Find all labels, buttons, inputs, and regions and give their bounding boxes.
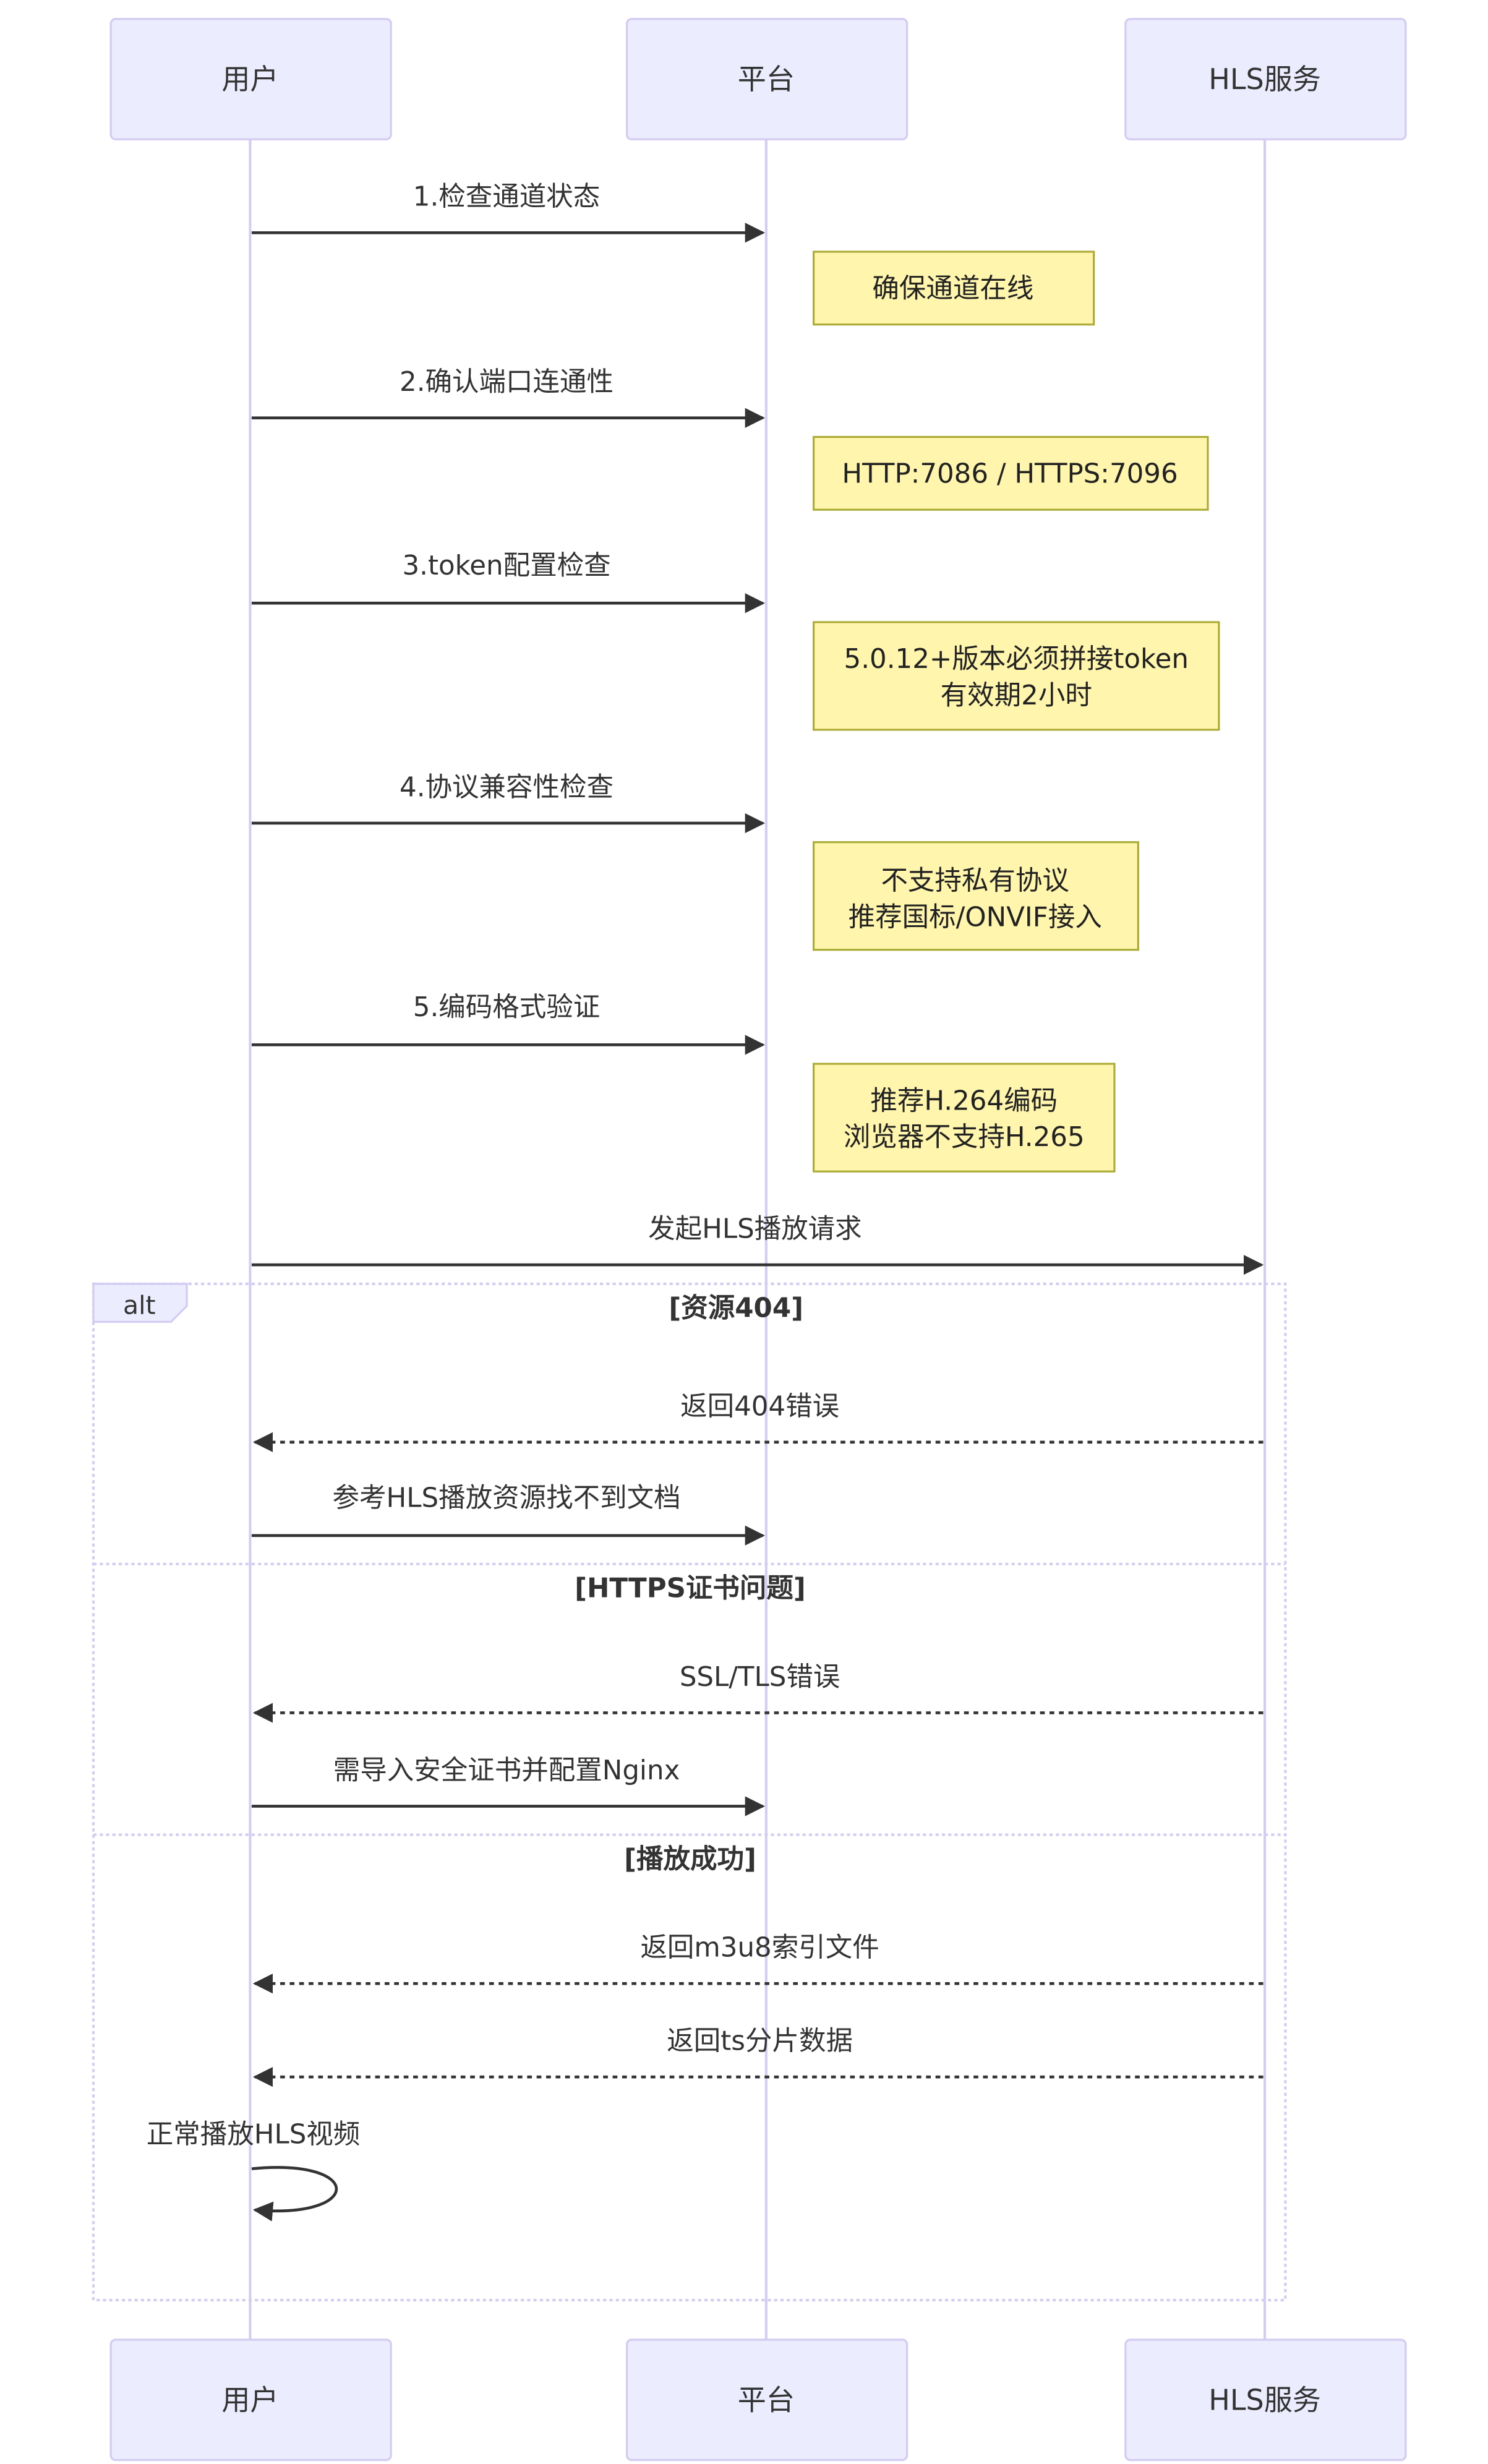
actor-hls-bottom: HLS服务 xyxy=(1124,2338,1407,2462)
actor-label: 平台 xyxy=(738,62,795,96)
actor-label: HLS服务 xyxy=(1208,62,1321,96)
actor-label: HLS服务 xyxy=(1208,2383,1321,2416)
alt-condition: [HTTPS证书问题] xyxy=(575,1573,806,1604)
message-label: 3.token配置检查 xyxy=(402,550,610,581)
alt-label: alt xyxy=(123,1290,156,1320)
message-label: 1.检查通道状态 xyxy=(413,182,601,213)
actor-label: 用户 xyxy=(221,62,278,96)
svg-text:HTTP:7086 / HTTPS:7096: HTTP:7086 / HTTPS:7096 xyxy=(842,459,1178,490)
svg-text:推荐H.264编码: 推荐H.264编码 xyxy=(870,1085,1058,1116)
alt-condition: [播放成功] xyxy=(624,1844,756,1875)
alt-condition: [资源404] xyxy=(669,1293,803,1324)
note: HTTP:7086 / HTTPS:7096 xyxy=(813,435,1209,511)
svg-text:推荐国标/ONVIF接入: 推荐国标/ONVIF接入 xyxy=(849,902,1102,933)
svg-text:5.0.12+版本必须拼接token: 5.0.12+版本必须拼接token xyxy=(844,644,1189,675)
message-label: 5.编码格式验证 xyxy=(413,992,601,1023)
actor-hls-top: HLS服务 xyxy=(1124,18,1407,140)
actor-user-top: 用户 xyxy=(109,18,392,140)
self-loop-arrow xyxy=(251,2166,338,2222)
actor-label: 平台 xyxy=(738,2383,795,2416)
note: 推荐H.264编码 浏览器不支持H.265 xyxy=(813,1063,1116,1173)
message-label: 2.确认端口连通性 xyxy=(400,367,614,398)
alt-frame: alt [资源404] [HTTPS证书问题] [播放成功] xyxy=(92,1282,1287,2302)
message-label: 返回404错误 xyxy=(680,1391,839,1422)
message-label: 需导入安全证书并配置Nginx xyxy=(333,1755,680,1786)
note: 确保通道在线 xyxy=(813,250,1095,326)
svg-text:不支持私有协议: 不支持私有协议 xyxy=(881,865,1069,896)
note: 5.0.12+版本必须拼接token 有效期2小时 xyxy=(813,621,1220,731)
actor-user-bottom: 用户 xyxy=(109,2338,392,2462)
svg-text:有效期2小时: 有效期2小时 xyxy=(941,680,1092,711)
svg-text:确保通道在线: 确保通道在线 xyxy=(872,273,1033,304)
message-label: 返回m3u8索引文件 xyxy=(640,1933,879,1964)
message-label: 发起HLS播放请求 xyxy=(648,1214,862,1245)
message-label: 正常播放HLS视频 xyxy=(147,2120,361,2150)
svg-text:浏览器不支持H.265: 浏览器不支持H.265 xyxy=(844,1122,1085,1153)
message-label: 参考HLS播放资源找不到文档 xyxy=(333,1483,681,1514)
message-label: SSL/TLS错误 xyxy=(680,1662,840,1693)
message-label: 返回ts分片数据 xyxy=(667,2026,853,2057)
actor-label: 用户 xyxy=(221,2383,278,2416)
actor-platform-bottom: 平台 xyxy=(625,2338,909,2462)
note: 不支持私有协议 推荐国标/ONVIF接入 xyxy=(813,841,1139,951)
actor-platform-top: 平台 xyxy=(625,18,909,140)
message-label: 4.协议兼容性检查 xyxy=(400,772,614,803)
